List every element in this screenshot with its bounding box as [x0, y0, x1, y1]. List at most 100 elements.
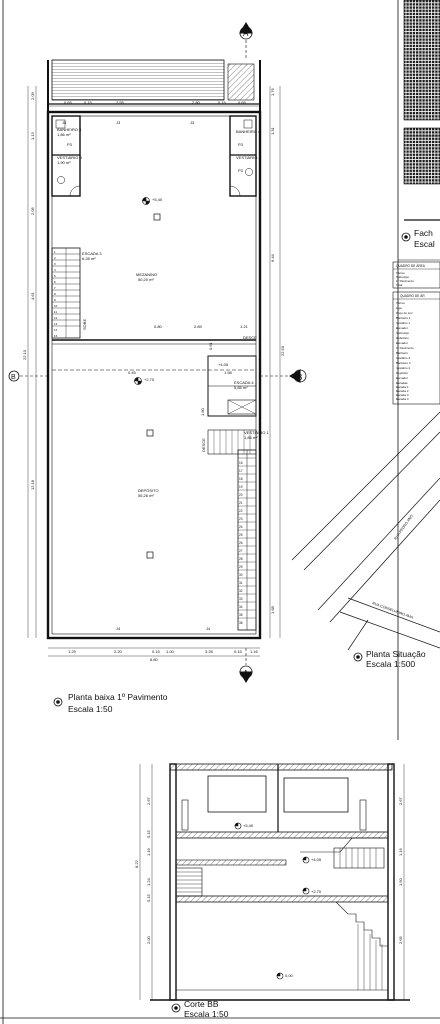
dim-mid: 1.58	[224, 370, 233, 375]
plan-labels: A A B B +5,40 +2,70 +4,05 DESCE DESCE SO…	[11, 29, 302, 678]
room-banheiro3-area: 1,86 m²	[57, 132, 71, 137]
room-escada3-area: 6,28 m²	[82, 256, 96, 261]
dim-left: 2.05	[30, 206, 35, 215]
svg-text:23: 23	[239, 517, 243, 521]
desce-label-2: DESCE	[201, 438, 206, 452]
svg-text:Depósito: Depósito	[396, 371, 408, 375]
svg-text:28: 28	[239, 557, 243, 561]
svg-text:Elevador: Elevador	[396, 376, 408, 380]
dim-left: 22.10	[22, 349, 27, 360]
plan-scale: Escala 1:50	[68, 704, 113, 714]
svg-text:29: 29	[239, 565, 243, 569]
svg-text:Loja: Loja	[396, 306, 402, 310]
room-vestiario1-area: 1,86 m²	[244, 435, 258, 440]
svg-text:Banheiro 4: Banheiro 4	[396, 361, 411, 365]
svg-text:Sobreloja: Sobreloja	[396, 331, 409, 335]
section-scale: Escala 1:50	[184, 1009, 229, 1019]
svg-text:Banheiro: Banheiro	[396, 351, 408, 355]
level-upper: +5,40	[152, 197, 163, 202]
section-b-left: B	[11, 374, 16, 381]
site-plan-title-block: Planta Situação Escala 1:500	[353, 649, 426, 669]
svg-text:26: 26	[239, 541, 243, 545]
room-vestiario1: VESTIÁRIO 1	[244, 430, 269, 435]
desce-label-1: DESCE	[243, 335, 257, 340]
plan-title: Planta baixa 1º Pavimento	[68, 692, 168, 702]
svg-text:Térreo: Térreo	[396, 271, 405, 275]
door-tag: P3	[238, 168, 244, 173]
dim-mid: 2.89	[194, 324, 203, 329]
svg-text:17: 17	[239, 469, 243, 473]
section-dim-left: 2.67	[146, 796, 151, 805]
sobe-label: SOBE	[82, 319, 87, 330]
svg-text:18: 18	[239, 477, 243, 481]
svg-text:2: 2	[54, 256, 56, 260]
svg-text:27: 27	[239, 549, 243, 553]
door-tag: J4	[206, 626, 211, 631]
room-vestiario3: VESTIÁRIO 3	[57, 155, 82, 160]
room-deposito: DEPÓSITO	[138, 488, 159, 493]
section-level-ground: 0,00	[285, 973, 294, 978]
outer-wall	[46, 110, 262, 640]
section-title-block: Corte BB Escala 1:50	[171, 999, 229, 1019]
dim-top: 0.15	[84, 100, 93, 105]
svg-text:Escada 4: Escada 4	[396, 397, 409, 401]
site-plan: RUA PEDRO ANO RUA CONSELHEIRO AMA	[291, 411, 440, 651]
svg-text:3: 3	[54, 262, 56, 266]
dim-bottom: 1.16	[250, 649, 259, 654]
fachada-title: Fach	[414, 228, 433, 238]
svg-text:Refeitório: Refeitório	[396, 336, 409, 340]
svg-text:20: 20	[239, 493, 243, 497]
room-vestiario4: VESTIÁRIO 4	[236, 155, 261, 160]
svg-text:4: 4	[54, 268, 56, 272]
level-stair: +4,05	[218, 362, 229, 367]
door-tag: P3	[238, 142, 244, 147]
dim-bottom: 0.15	[152, 649, 161, 654]
section-dim-left: 2.00	[146, 935, 151, 944]
svg-text:7: 7	[54, 286, 56, 290]
svg-text:5: 5	[54, 274, 56, 278]
section-dim-right: 2.67	[398, 796, 403, 805]
stair3-step-numbers: 1 2 3 4 5 6 7 8 9 10 11 12 13 14 15	[54, 250, 58, 338]
section-dim-right: 1.50	[398, 877, 403, 886]
section-level-mid: +2,70	[311, 889, 322, 894]
svg-text:22: 22	[239, 509, 243, 513]
dim-right: 1.31	[270, 126, 275, 135]
room-escada4-area: 5,85 m²	[234, 385, 248, 390]
svg-text:16: 16	[239, 461, 243, 465]
dim-bottom: 1.29	[68, 649, 77, 654]
dim-left: 2.09	[30, 91, 35, 100]
dim-mid: 1.21	[240, 324, 249, 329]
svg-text:Elevador: Elevador	[396, 326, 408, 330]
svg-text:1: 1	[54, 250, 56, 254]
room-escada3: ESCADA 3	[82, 251, 102, 256]
dim-bottom: 0.15	[234, 649, 243, 654]
svg-text:31: 31	[239, 581, 243, 585]
door-tag: J5	[62, 120, 67, 125]
balcony-hatch	[51, 59, 225, 101]
svg-text:19: 19	[239, 485, 243, 489]
section-dim-left: 1.16	[146, 847, 151, 856]
svg-text:34: 34	[239, 605, 243, 609]
dim-top: 2.80	[192, 100, 201, 105]
section-a-bottom: A	[243, 669, 249, 678]
svg-text:1º Pavimento: 1º Pavimento	[396, 346, 414, 350]
svg-text:Térreo: Térreo	[396, 301, 405, 305]
svg-text:Vestiário 4: Vestiário 4	[396, 366, 410, 370]
area-tables: QUADRO DE ÁREA Térreo Sobreloja 1º Pavim…	[392, 261, 440, 405]
section-dim-left: 1.24	[146, 877, 151, 886]
section-drawing	[139, 763, 410, 1001]
svg-text:Escadas: Escadas	[396, 381, 408, 385]
dim-left: 12.18	[30, 479, 35, 490]
room-deposito-area: 55,26 m²	[138, 493, 154, 498]
dim-bottom: 3.28	[205, 649, 214, 654]
dim-right: 1.68	[270, 605, 275, 614]
stair-step-numbers: 16 17 18 19 20 21 22 23 24 25 26 27 28 2…	[239, 461, 243, 625]
site-plan-scale: Escala 1:500	[366, 659, 415, 669]
svg-text:32: 32	[239, 589, 243, 593]
svg-text:33: 33	[239, 597, 243, 601]
dim-right: 22.50	[280, 345, 285, 356]
svg-text:21: 21	[239, 501, 243, 505]
dim-mid: 0.61	[208, 341, 213, 350]
dim-left: 4.61	[30, 291, 35, 300]
